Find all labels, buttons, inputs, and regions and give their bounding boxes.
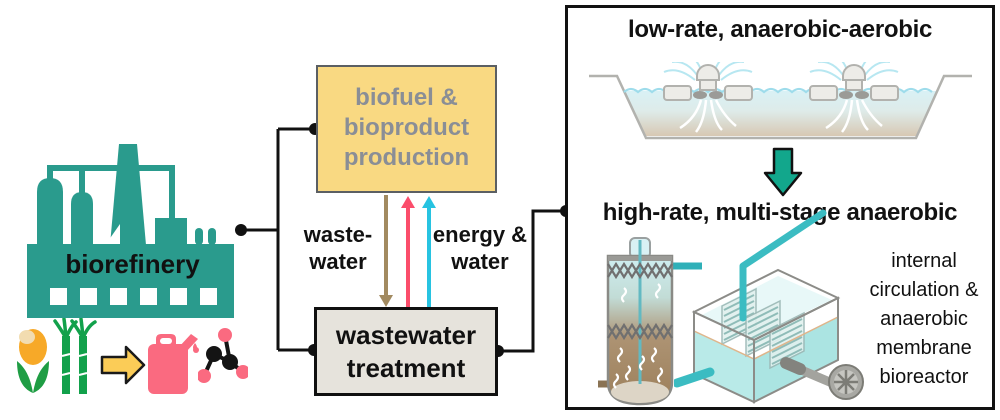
membrane-cassettes <box>721 287 805 370</box>
corn-icon <box>17 329 49 393</box>
high-rate-title: high-rate, multi-stage anaerobic <box>602 199 958 226</box>
energy-water-flow-label: energy & water <box>432 222 528 274</box>
factory-icon <box>27 144 234 318</box>
sugarcane-icon <box>53 318 97 394</box>
energy-arrow-icon <box>401 196 415 307</box>
treatment-tech-panel: low-rate, anaerobic-aerobic <box>565 5 995 410</box>
pump-icon <box>780 357 864 400</box>
biorefinery-label: biorefinery <box>65 249 200 279</box>
ic-reactor-illustration <box>598 237 702 406</box>
surface-aerator-icon <box>663 62 753 133</box>
down-arrow-icon <box>763 147 803 197</box>
production-box: biofuel & bioproduct production <box>316 65 497 193</box>
factory-windows <box>50 288 217 305</box>
reactor-caption: internal circulation & anaerobic membran… <box>869 250 979 388</box>
wastewater-arrow-icon <box>379 195 393 307</box>
wastewater-flow-label: waste- water <box>303 222 373 274</box>
conversion-arrow-icon <box>100 345 146 385</box>
molecule-icon <box>198 328 248 383</box>
surface-aerator-icon <box>809 62 899 133</box>
connector-lines <box>240 127 564 353</box>
fuel-can-icon <box>148 334 199 394</box>
aerated-lagoon-illustration <box>589 62 972 140</box>
treatment-box: wastewater treatment <box>314 307 498 396</box>
low-rate-title: low-rate, anaerobic-aerobic <box>628 16 932 43</box>
membrane-bioreactor-illustration <box>674 209 864 404</box>
water-arrow-icon <box>422 196 436 307</box>
gas-bubble-squiggles <box>612 283 664 389</box>
